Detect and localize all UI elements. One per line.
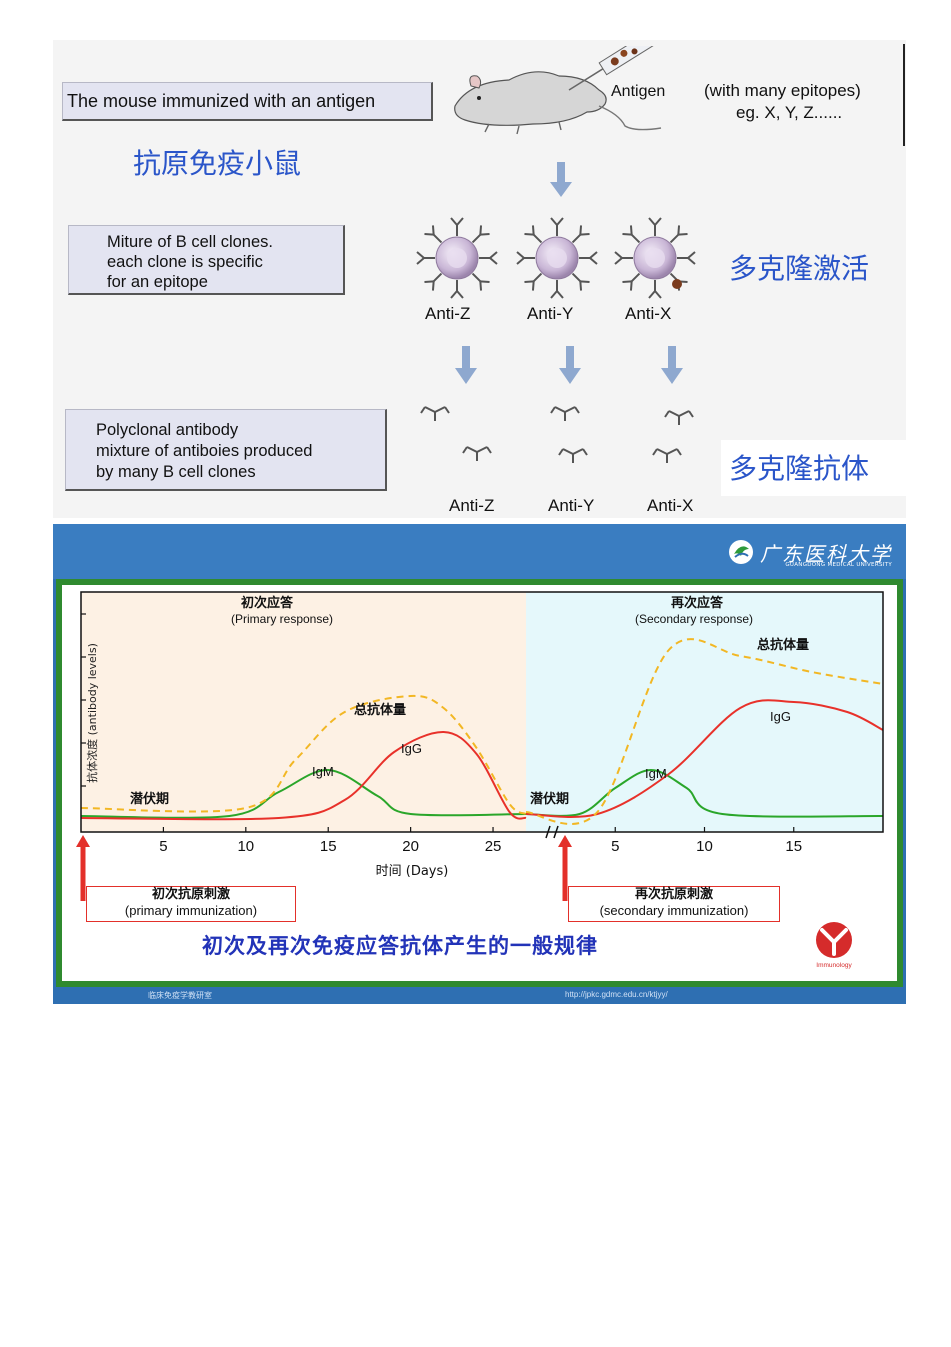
b-cell-anti-y (517, 218, 597, 298)
slide-caption: 初次及再次免疫应答抗体产生的一般规律 (202, 934, 598, 958)
step3-line-3: by many B cell clones (96, 463, 256, 481)
epitopes-note-line2: eg. X, Y, Z...... (736, 103, 843, 122)
free-antibodies-illustration (420, 406, 694, 464)
primary-immunization-en: (primary immunization) (124, 903, 258, 918)
total-label-primary: 总抗体量 (354, 702, 406, 718)
step1-zh-label: 抗原免疫小鼠 (133, 147, 302, 180)
secondary-title-zh: 再次应答 (671, 595, 724, 611)
axis-break-icon (545, 825, 559, 839)
down-arrow-icon (559, 346, 581, 384)
epitopes-note-line1: (with many epitopes) (704, 81, 861, 100)
secondary-immunization-box: 再次抗原刺激 (secondary immunization) (568, 886, 780, 922)
slide-header: 广东医科大学 GUANGDONG MEDICAL UNIVERSITY (53, 524, 906, 579)
primary-immunization-arrow-icon (76, 835, 90, 901)
secondary-x-tick-label: 5 (611, 838, 619, 855)
down-arrow-icon (455, 346, 477, 384)
step1-box-text: The mouse immunized with an antigen (67, 91, 376, 111)
step1-box: The mouse immunized with an antigen (62, 82, 433, 121)
latent-period-label-1: 潜伏期 (130, 791, 169, 807)
clone-label-anti-x: Anti-X (625, 304, 672, 323)
step2-box: Miture of B cell clones. each clone is s… (68, 225, 345, 295)
antibody-label-anti-y: Anti-Y (548, 496, 595, 515)
secondary-region (526, 592, 883, 832)
step3-box: Polyclonal antibody mixture of antiboies… (65, 409, 387, 491)
primary-x-tick-label: 25 (485, 838, 502, 855)
antigen-label: Antigen (611, 83, 666, 100)
primary-x-tick-label: 10 (237, 838, 254, 855)
zh-label-bg (721, 440, 906, 496)
secondary-immunization-arrow-icon (558, 835, 572, 901)
secondary-title-en: (Secondary response) (635, 612, 753, 626)
secondary-series-igg (525, 699, 884, 818)
antibody-response-chart: 5 10 15 20 25 5 10 15 抗体浓度 (antibody levels) 初次… (76, 591, 884, 901)
b-cell-anti-x (615, 218, 695, 298)
university-emblem-icon (729, 540, 753, 564)
primary-immunization-box: 初次抗原刺激 (primary immunization) (86, 886, 296, 922)
b-cell-anti-z (417, 218, 497, 298)
divider-line (903, 44, 905, 146)
primary-title-zh: 初次应答 (241, 595, 294, 611)
step2-line-3: for an epitope (107, 273, 208, 291)
secondary-x-tick-label: 15 (785, 838, 802, 855)
primary-x-tick-label: 20 (402, 838, 419, 855)
primary-series-igm (80, 768, 527, 819)
mouse-illustration (454, 46, 662, 135)
step3-zh-label: 多克隆抗体 (729, 452, 870, 485)
igg-label-primary: IgG (401, 741, 422, 756)
primary-x-tick-label: 5 (159, 838, 167, 855)
polyclonal-diagram: The mouse immunized with an antigen 抗原免疫… (53, 40, 906, 518)
immunology-logo-text: Immunology (816, 962, 852, 969)
b-cell-clones-illustration (405, 206, 745, 310)
igg-label-secondary: IgG (770, 709, 791, 724)
immunology-logo: Immunology (816, 922, 852, 969)
primary-series-total (80, 694, 527, 815)
secondary-x-tick-label: 10 (696, 838, 713, 855)
primary-x-tick-label: 15 (320, 838, 337, 855)
igm-label-secondary: IgM (645, 766, 667, 781)
down-arrow-icon (550, 162, 572, 197)
primary-title-en: (Primary response) (231, 612, 333, 626)
footer-department: 临床免疫学教研室 (148, 991, 212, 1000)
antibody-label-anti-z: Anti-Z (449, 496, 495, 515)
down-arrow-icon (661, 346, 683, 384)
secondary-series-igm (525, 768, 884, 818)
latent-period-label-2: 潜伏期 (530, 791, 569, 807)
step3-line-2: mixture of antiboies produced (96, 442, 313, 460)
university-logo: 广东医科大学 GUANGDONG MEDICAL UNIVERSITY (728, 534, 892, 570)
footer-url: http://jpkc.gdmc.edu.cn/ktjyy/ (565, 990, 668, 999)
primary-immunization-zh: 初次抗原刺激 (151, 887, 230, 902)
university-sub: GUANGDONG MEDICAL UNIVERSITY (785, 562, 892, 568)
antibody-label-anti-x: Anti-X (647, 496, 694, 515)
step2-line-2: each clone is specific (107, 253, 263, 271)
lecture-slide: 广东医科大学 GUANGDONG MEDICAL UNIVERSITY 5 10 1… (53, 524, 906, 1004)
clone-label-anti-z: Anti-Z (425, 304, 471, 323)
step2-zh-label: 多克隆激活 (729, 252, 870, 285)
y-axis-label: 抗体浓度 (antibody levels) (85, 643, 99, 783)
step2-line-1: Miture of B cell clones. (107, 233, 273, 251)
primary-region (81, 592, 526, 832)
primary-series-igg (80, 730, 527, 821)
chart-panel: 5 10 15 20 25 5 10 15 抗体浓度 (antibody levels) 初次… (62, 585, 897, 981)
igm-label-primary: IgM (312, 764, 334, 779)
x-axis-label: 时间 (Days) (376, 864, 449, 879)
total-label-secondary: 总抗体量 (757, 637, 809, 653)
secondary-immunization-en: (secondary immunization) (599, 903, 749, 918)
secondary-immunization-zh: 再次抗原刺激 (634, 887, 713, 902)
university-name: 广东医科大学 (760, 541, 892, 566)
plot-border (80, 591, 884, 833)
chart-frame: 5 10 15 20 25 5 10 15 抗体浓度 (antibody levels) 初次… (56, 579, 903, 987)
clone-label-anti-y: Anti-Y (527, 304, 574, 323)
step3-line-1: Polyclonal antibody (96, 421, 239, 439)
